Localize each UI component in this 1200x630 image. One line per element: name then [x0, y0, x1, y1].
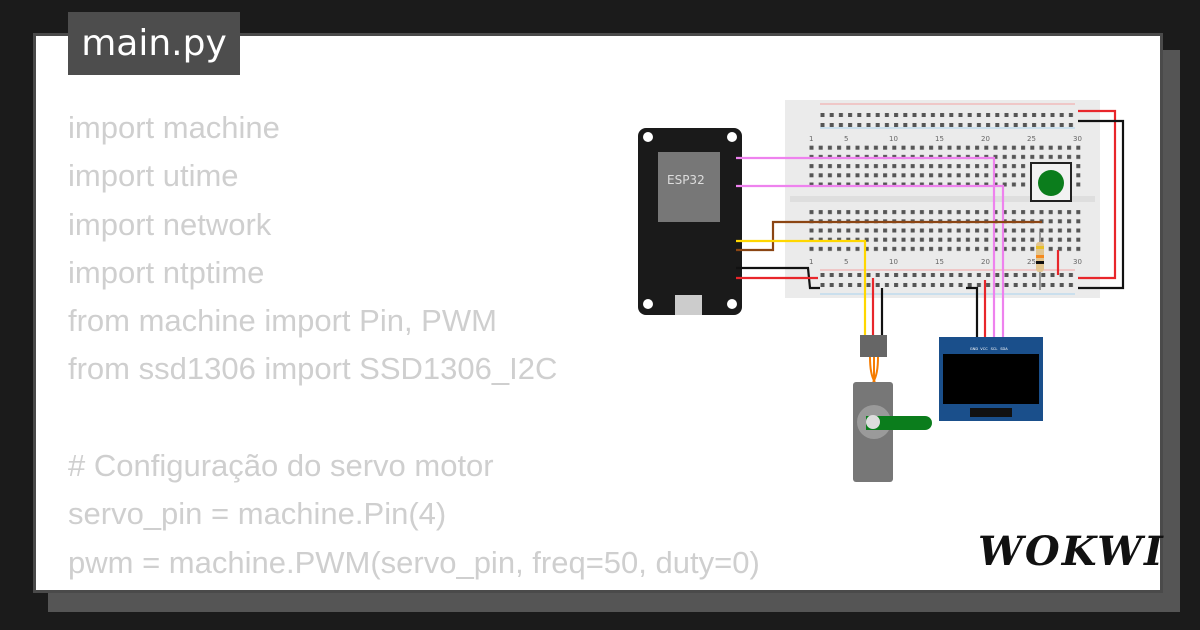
- oled-pin-label: GND: [970, 347, 978, 351]
- esp32-board[interactable]: ESP32: [638, 128, 742, 315]
- code-line: import machine: [68, 110, 280, 145]
- code-line: import utime: [68, 158, 239, 194]
- oled-display[interactable]: GND VCC SCL SDA: [939, 337, 1043, 421]
- column-numbers: 1 5 10 15 20 25 30 1 5 10 15 20 25 30: [809, 135, 1082, 266]
- svg-text:20: 20: [981, 135, 990, 143]
- svg-text:20: 20: [981, 258, 990, 266]
- code-line: import ntptime: [68, 254, 265, 290]
- code-line: pwm = machine.PWM(servo_pin, freq=50, du…: [68, 544, 760, 580]
- oled-pin-label: SCL: [991, 347, 998, 351]
- code-preview: import machine import utime import netwo…: [68, 104, 760, 587]
- breadboard: 1 5 10 15 20 25 30 1 5 10 15 20 25 30: [785, 100, 1100, 298]
- oled-pin-label: VCC: [980, 347, 988, 351]
- svg-text:25: 25: [1027, 258, 1036, 266]
- svg-text:5: 5: [844, 258, 848, 266]
- code-line: # Configuração do servo motor: [68, 448, 494, 484]
- svg-text:15: 15: [935, 258, 944, 266]
- circuit-group: 1 5 10 15 20 25 30 1 5 10 15 20 25 30 ES…: [638, 100, 1125, 482]
- svg-text:30: 30: [1073, 135, 1082, 143]
- code-line: servo_pin = machine.Pin(4): [68, 496, 447, 532]
- code-line: import network: [68, 206, 272, 242]
- code-line: from machine import Pin, PWM: [68, 303, 497, 339]
- svg-text:10: 10: [889, 135, 898, 143]
- svg-text:30: 30: [1073, 258, 1082, 266]
- svg-text:25: 25: [1027, 135, 1036, 143]
- code-line: from ssd1306 import SSD1306_I2C: [68, 351, 558, 387]
- svg-text:1: 1: [809, 135, 813, 143]
- wires: [736, 109, 1125, 342]
- resistor: [1036, 232, 1044, 290]
- oled-pin-label: SDA: [1000, 347, 1008, 351]
- push-button[interactable]: [1030, 162, 1072, 202]
- esp32-label: ESP32: [667, 173, 705, 187]
- servo-motor[interactable]: [853, 335, 932, 482]
- wokwi-logo[interactable]: WOKWI: [978, 528, 1165, 575]
- svg-text:15: 15: [935, 135, 944, 143]
- svg-text:10: 10: [889, 258, 898, 266]
- svg-text:5: 5: [844, 135, 848, 143]
- svg-text:1: 1: [809, 258, 813, 266]
- file-tab[interactable]: main.py: [68, 12, 240, 75]
